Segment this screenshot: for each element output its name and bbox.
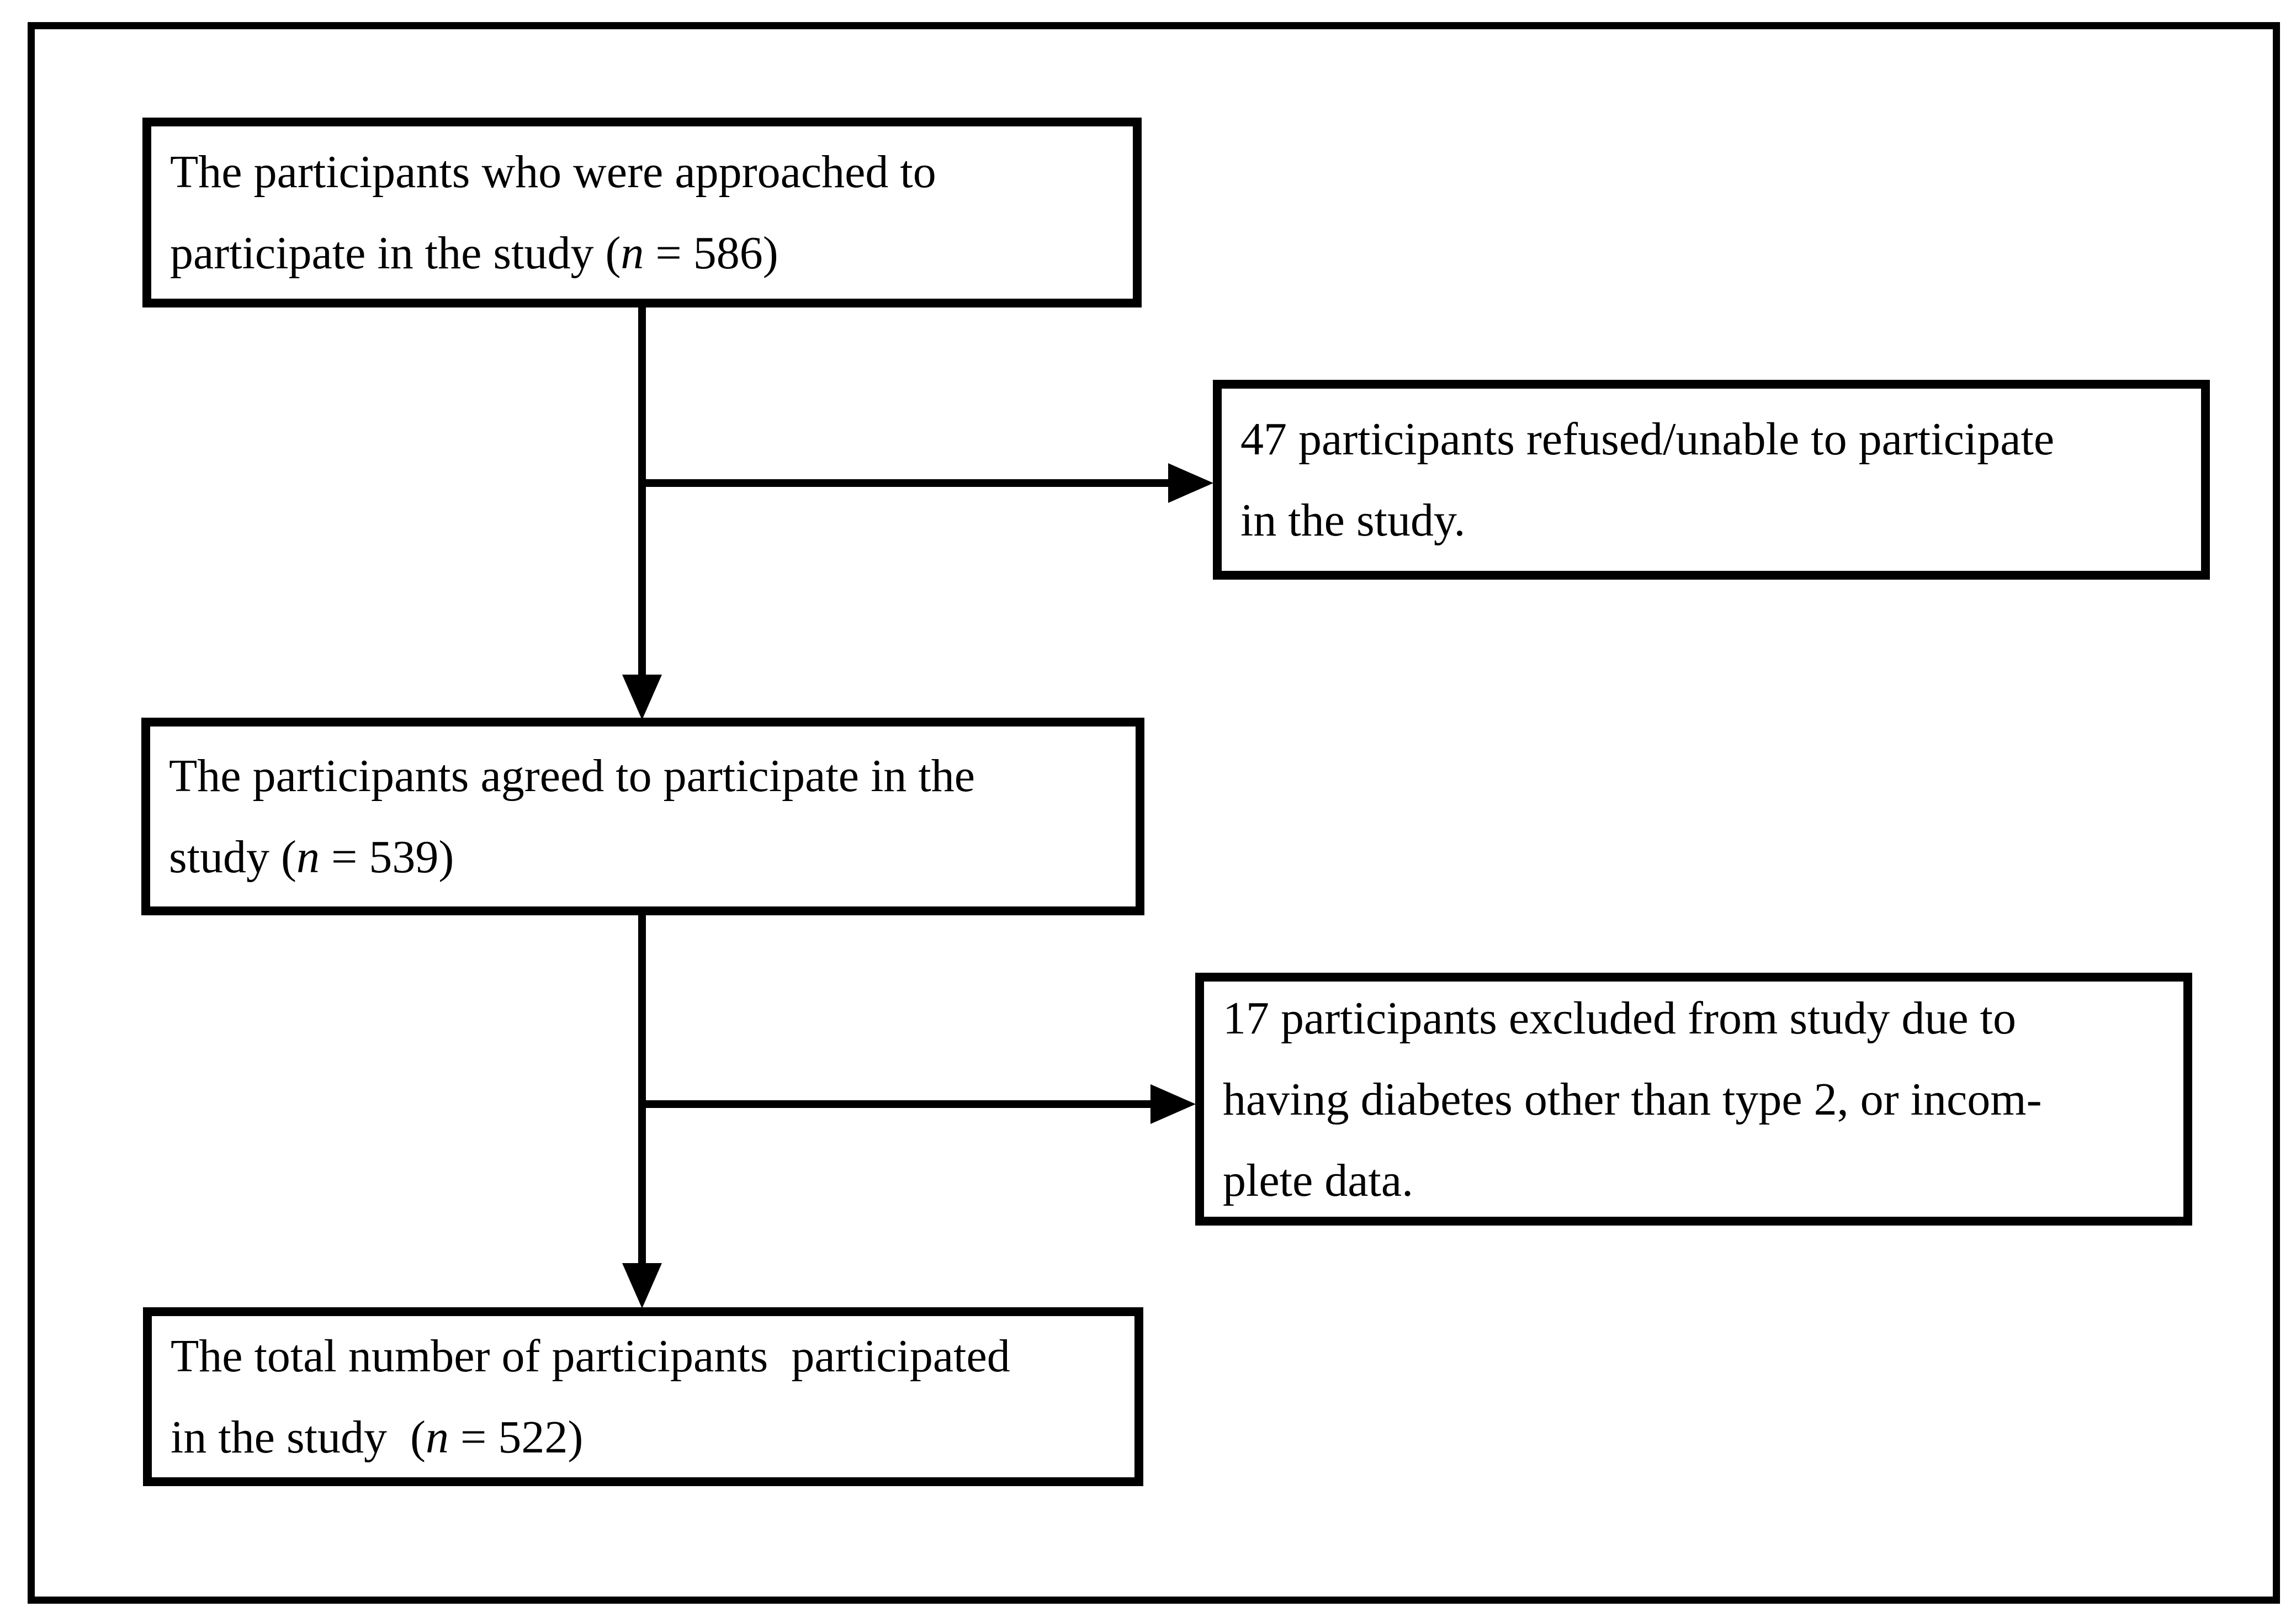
box-line: in the study (n = 522): [171, 1397, 1116, 1478]
line-text: 17 participants excluded from study due …: [1223, 992, 2016, 1044]
box-agreed: The participants agreed to participate i…: [141, 718, 1144, 915]
arrow-down-1-shaft: [638, 307, 646, 677]
box-line: having diabetes other than type 2, or in…: [1223, 1059, 2165, 1140]
arrow-right-2-head: [1150, 1084, 1196, 1124]
line-text: The participants who were approached to: [170, 146, 936, 198]
line-text: = 522): [448, 1412, 584, 1463]
arrow-down-2-head: [622, 1263, 662, 1308]
arrow-right-1-shaft: [638, 479, 1169, 487]
line-text: = 586): [644, 227, 778, 279]
box-line: study (n = 539): [169, 816, 1117, 898]
box-line: 17 participants excluded from study due …: [1223, 978, 2165, 1059]
n-symbol: n: [425, 1412, 449, 1463]
box-line: 47 participants refused/unable to partic…: [1240, 399, 2182, 480]
arrow-right-1-head: [1168, 463, 1213, 503]
box-line: plete data.: [1223, 1140, 2165, 1221]
line-text: study (: [169, 831, 296, 883]
line-text: having diabetes other than type 2, or in…: [1223, 1073, 2042, 1125]
line-text: in the study (: [171, 1412, 426, 1463]
box-line: participate in the study (n = 586): [170, 213, 1114, 294]
diagram-border: [28, 22, 2280, 1604]
box-line: The total number of participants partici…: [171, 1316, 1116, 1397]
box-line: in the study.: [1240, 480, 2182, 561]
line-text: = 539): [320, 831, 454, 883]
line-text: 47 participants refused/unable to partic…: [1240, 413, 2055, 465]
line-text: The participants agreed to participate i…: [169, 750, 975, 802]
box-line: The participants agreed to participate i…: [169, 735, 1117, 816]
line-text: The total number of participants partici…: [171, 1330, 1010, 1382]
arrow-right-2-shaft: [638, 1100, 1152, 1108]
n-symbol: n: [296, 831, 320, 883]
n-symbol: n: [621, 227, 644, 279]
line-text: in the study.: [1240, 495, 1466, 546]
box-excluded: 17 participants excluded from study due …: [1195, 973, 2192, 1226]
box-total: The total number of participants partici…: [143, 1307, 1143, 1486]
box-approached: The participants who were approached to …: [142, 118, 1142, 307]
box-refused: 47 participants refused/unable to partic…: [1213, 380, 2210, 580]
line-text: plete data.: [1223, 1154, 1414, 1206]
arrow-down-2-shaft: [638, 915, 646, 1264]
box-line: The participants who were approached to: [170, 131, 1114, 213]
line-text: participate in the study (: [170, 227, 621, 279]
arrow-down-1-head: [622, 675, 662, 720]
